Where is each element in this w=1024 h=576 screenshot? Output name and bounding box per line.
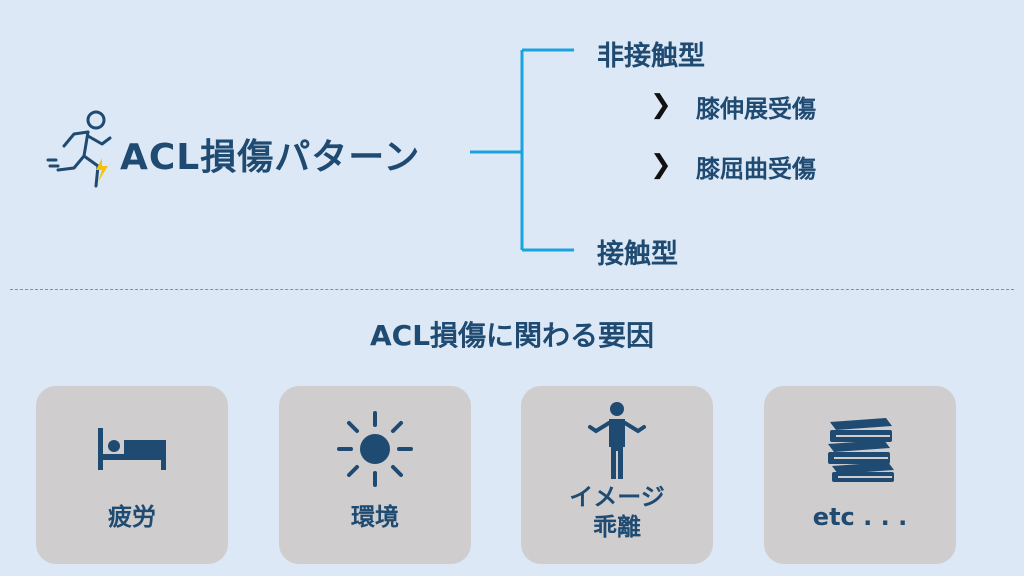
factor-card-environment: 環境 — [279, 386, 471, 564]
bed-icon — [36, 404, 228, 494]
running-person-injured-knee-icon — [44, 108, 120, 192]
branch-contact-label: 接触型 — [597, 239, 678, 270]
person-shrug-icon — [521, 396, 713, 486]
factor-label: 疲労 — [108, 503, 156, 531]
factor-card-etc: etc . . . — [764, 386, 956, 564]
factor-card-fatigue: 疲労 — [36, 386, 228, 564]
sub-item-knee-extension: 膝伸展受傷 — [696, 95, 816, 123]
factor-label: イメージ 乖離 — [569, 483, 665, 541]
factor-card-image-gap: イメージ 乖離 — [521, 386, 713, 564]
factors-title: ACL損傷に関わる要因 — [369, 319, 655, 352]
branch-connector — [470, 48, 574, 252]
books-icon — [764, 404, 956, 494]
chevron-right-icon: ❯ — [650, 90, 672, 120]
factor-label: 環境 — [351, 503, 399, 531]
sub-item-knee-flexion: 膝屈曲受傷 — [696, 155, 816, 183]
diagram-title: ACL損傷パターン — [120, 137, 421, 178]
sun-icon — [279, 404, 471, 494]
section-divider — [10, 289, 1014, 290]
branch-non-contact-label: 非接触型 — [597, 41, 705, 72]
factor-label: etc . . . — [812, 503, 908, 531]
chevron-right-icon: ❯ — [650, 150, 672, 180]
